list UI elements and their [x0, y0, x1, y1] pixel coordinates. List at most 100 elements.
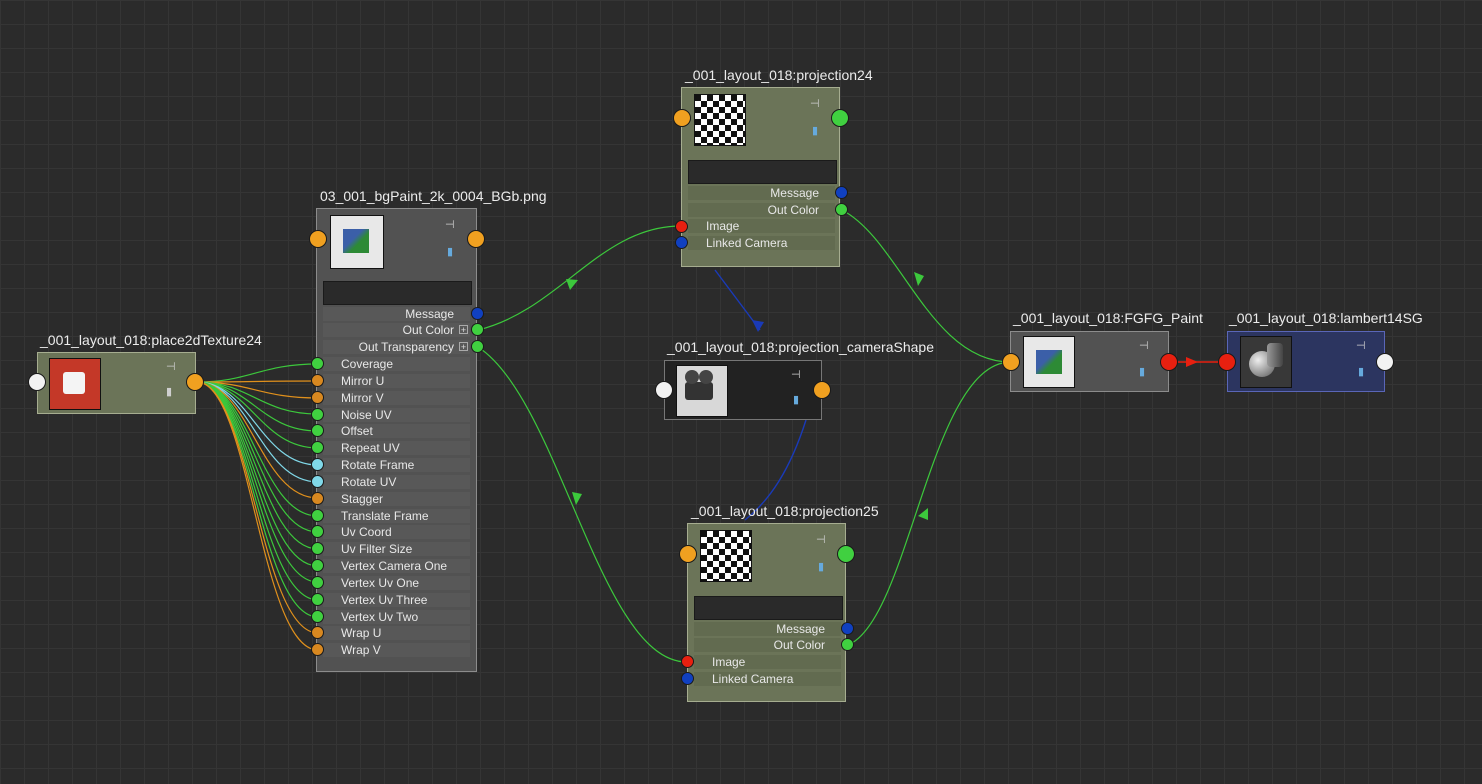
- projection24-node[interactable]: ⊣ ▮ Message Out Color Image Linked Camer…: [681, 87, 840, 267]
- camera-node[interactable]: ⊣ ▮: [664, 360, 822, 420]
- place2d-node[interactable]: ⊣ ▮: [37, 352, 196, 414]
- pin-icon[interactable]: ⊣: [1139, 340, 1149, 352]
- projection25-name-field[interactable]: [694, 596, 843, 620]
- output-icon[interactable]: ▮: [793, 394, 800, 406]
- camera-input-pin[interactable]: [655, 381, 673, 399]
- file-attr-vertex-uv-two: Vertex Uv Two: [323, 610, 470, 624]
- place2d-output-pin[interactable]: [186, 373, 204, 391]
- file-attr-repeat-uv: Repeat UV: [323, 441, 470, 455]
- projection25-attr-out-color: Out Color: [694, 638, 841, 652]
- pin-vertex-uv-one[interactable]: [311, 576, 324, 589]
- projection25-input-pin[interactable]: [679, 545, 697, 563]
- pin-wrap-v[interactable]: [311, 643, 324, 656]
- pin-stagger[interactable]: [311, 492, 324, 505]
- projection25-out-color-pin[interactable]: [841, 638, 854, 651]
- expand-icon[interactable]: +: [459, 325, 468, 335]
- projection25-message-pin[interactable]: [841, 622, 854, 635]
- output-icon[interactable]: ▮: [1358, 366, 1365, 378]
- projection24-output-pin[interactable]: [831, 109, 849, 127]
- file-out-transparency-pin[interactable]: [471, 340, 484, 353]
- pin-icon[interactable]: ⊣: [445, 219, 455, 231]
- file-attr-noise-uv: Noise UV: [323, 408, 470, 422]
- projection25-attr-message: Message: [694, 622, 841, 636]
- pin-mirror-v[interactable]: [311, 391, 324, 404]
- file-attr-rotate-uv: Rotate UV: [323, 475, 470, 489]
- pin-vertex-uv-three[interactable]: [311, 593, 324, 606]
- projection24-out-color-pin[interactable]: [835, 203, 848, 216]
- pin-icon[interactable]: ⊣: [810, 98, 820, 110]
- file-attr-message: Message: [323, 307, 470, 321]
- fgfg-node[interactable]: ⊣ ▮: [1010, 331, 1169, 392]
- projection24-attr-linked-camera: Linked Camera: [688, 236, 835, 250]
- output-icon[interactable]: ▮: [1139, 366, 1146, 378]
- pin-translate-frame[interactable]: [311, 509, 324, 522]
- fgfg-output-pin[interactable]: [1160, 353, 1178, 371]
- file-attr-coverage: Coverage: [323, 357, 470, 371]
- pin-icon[interactable]: ⊣: [166, 361, 176, 373]
- file-output-pin[interactable]: [467, 230, 485, 248]
- file-attr-out-transparency: Out Transparency: [323, 340, 470, 354]
- projection24-message-pin[interactable]: [835, 186, 848, 199]
- place2d-title: _001_layout_018:place2dTexture24: [40, 332, 262, 348]
- projection24-image-pin[interactable]: [675, 220, 688, 233]
- lambert-title: _001_layout_018:lambert14SG: [1229, 310, 1423, 326]
- file-attr-wrap-u: Wrap U: [323, 626, 470, 640]
- pin-uv-coord[interactable]: [311, 525, 324, 538]
- file-message-pin[interactable]: [471, 307, 484, 320]
- file-attr-wrap-v: Wrap V: [323, 643, 470, 657]
- pin-uv-filter-size[interactable]: [311, 542, 324, 555]
- pin-rotate-uv[interactable]: [311, 475, 324, 488]
- pin-icon[interactable]: ⊣: [1356, 340, 1366, 352]
- projection25-attr-linked-camera: Linked Camera: [694, 672, 841, 686]
- projection25-image-pin[interactable]: [681, 655, 694, 668]
- projection24-attr-message: Message: [688, 186, 835, 200]
- pin-noise-uv[interactable]: [311, 408, 324, 421]
- projection25-attr-image: Image: [694, 655, 841, 669]
- file-attr-uv-coord: Uv Coord: [323, 525, 470, 539]
- projection24-name-field[interactable]: [688, 160, 837, 184]
- pin-rotate-frame[interactable]: [311, 458, 324, 471]
- pin-vertex-camera-one[interactable]: [311, 559, 324, 572]
- pin-wrap-u[interactable]: [311, 626, 324, 639]
- fgfg-input-pin[interactable]: [1002, 353, 1020, 371]
- pin-icon[interactable]: ⊣: [816, 534, 826, 546]
- fgfg-title: _001_layout_018:FGFG_Paint: [1013, 310, 1203, 326]
- projection24-linked-camera-pin[interactable]: [675, 236, 688, 249]
- file-attr-out-color: Out Color: [323, 323, 470, 337]
- lambert-swatch-icon: [1240, 336, 1292, 388]
- output-icon[interactable]: ▮: [812, 125, 819, 137]
- projection25-node[interactable]: ⊣ ▮ Message Out Color Image Linked Camer…: [687, 523, 846, 702]
- lambert-node[interactable]: ⊣ ▮: [1227, 331, 1385, 392]
- projection25-title: _001_layout_018:projection25: [691, 503, 879, 519]
- pin-icon[interactable]: ⊣: [791, 369, 801, 381]
- lambert-input-pin[interactable]: [1218, 353, 1236, 371]
- lambert-output-pin[interactable]: [1376, 353, 1394, 371]
- file-node[interactable]: ⊣ ▮ Message Out Color Out Transparency C…: [316, 208, 477, 672]
- projection25-swatch-icon: [700, 530, 752, 582]
- projection24-title: _001_layout_018:projection24: [685, 67, 873, 83]
- output-icon[interactable]: ▮: [447, 246, 454, 258]
- file-attr-mirror-v: Mirror V: [323, 391, 470, 405]
- projection25-output-pin[interactable]: [837, 545, 855, 563]
- pin-mirror-u[interactable]: [311, 374, 324, 387]
- projection24-swatch-icon: [694, 94, 746, 146]
- output-icon[interactable]: ▮: [818, 561, 825, 573]
- file-input-pin[interactable]: [309, 230, 327, 248]
- pin-coverage[interactable]: [311, 357, 324, 370]
- file-name-field[interactable]: [323, 281, 472, 305]
- expand-icon[interactable]: +: [459, 342, 468, 352]
- pin-repeat-uv[interactable]: [311, 441, 324, 454]
- file-attr-vertex-uv-one: Vertex Uv One: [323, 576, 470, 590]
- file-attr-translate-frame: Translate Frame: [323, 509, 470, 523]
- projection24-attr-image: Image: [688, 219, 835, 233]
- output-icon[interactable]: ▮: [166, 386, 173, 398]
- pin-vertex-uv-two[interactable]: [311, 610, 324, 623]
- pin-offset[interactable]: [311, 424, 324, 437]
- file-title: 03_001_bgPaint_2k_0004_BGb.png: [320, 188, 547, 204]
- projection25-linked-camera-pin[interactable]: [681, 672, 694, 685]
- place2d-input-pin[interactable]: [28, 373, 46, 391]
- projection24-input-pin[interactable]: [673, 109, 691, 127]
- camera-output-pin[interactable]: [813, 381, 831, 399]
- file-out-color-pin[interactable]: [471, 323, 484, 336]
- file-attr-rotate-frame: Rotate Frame: [323, 458, 470, 472]
